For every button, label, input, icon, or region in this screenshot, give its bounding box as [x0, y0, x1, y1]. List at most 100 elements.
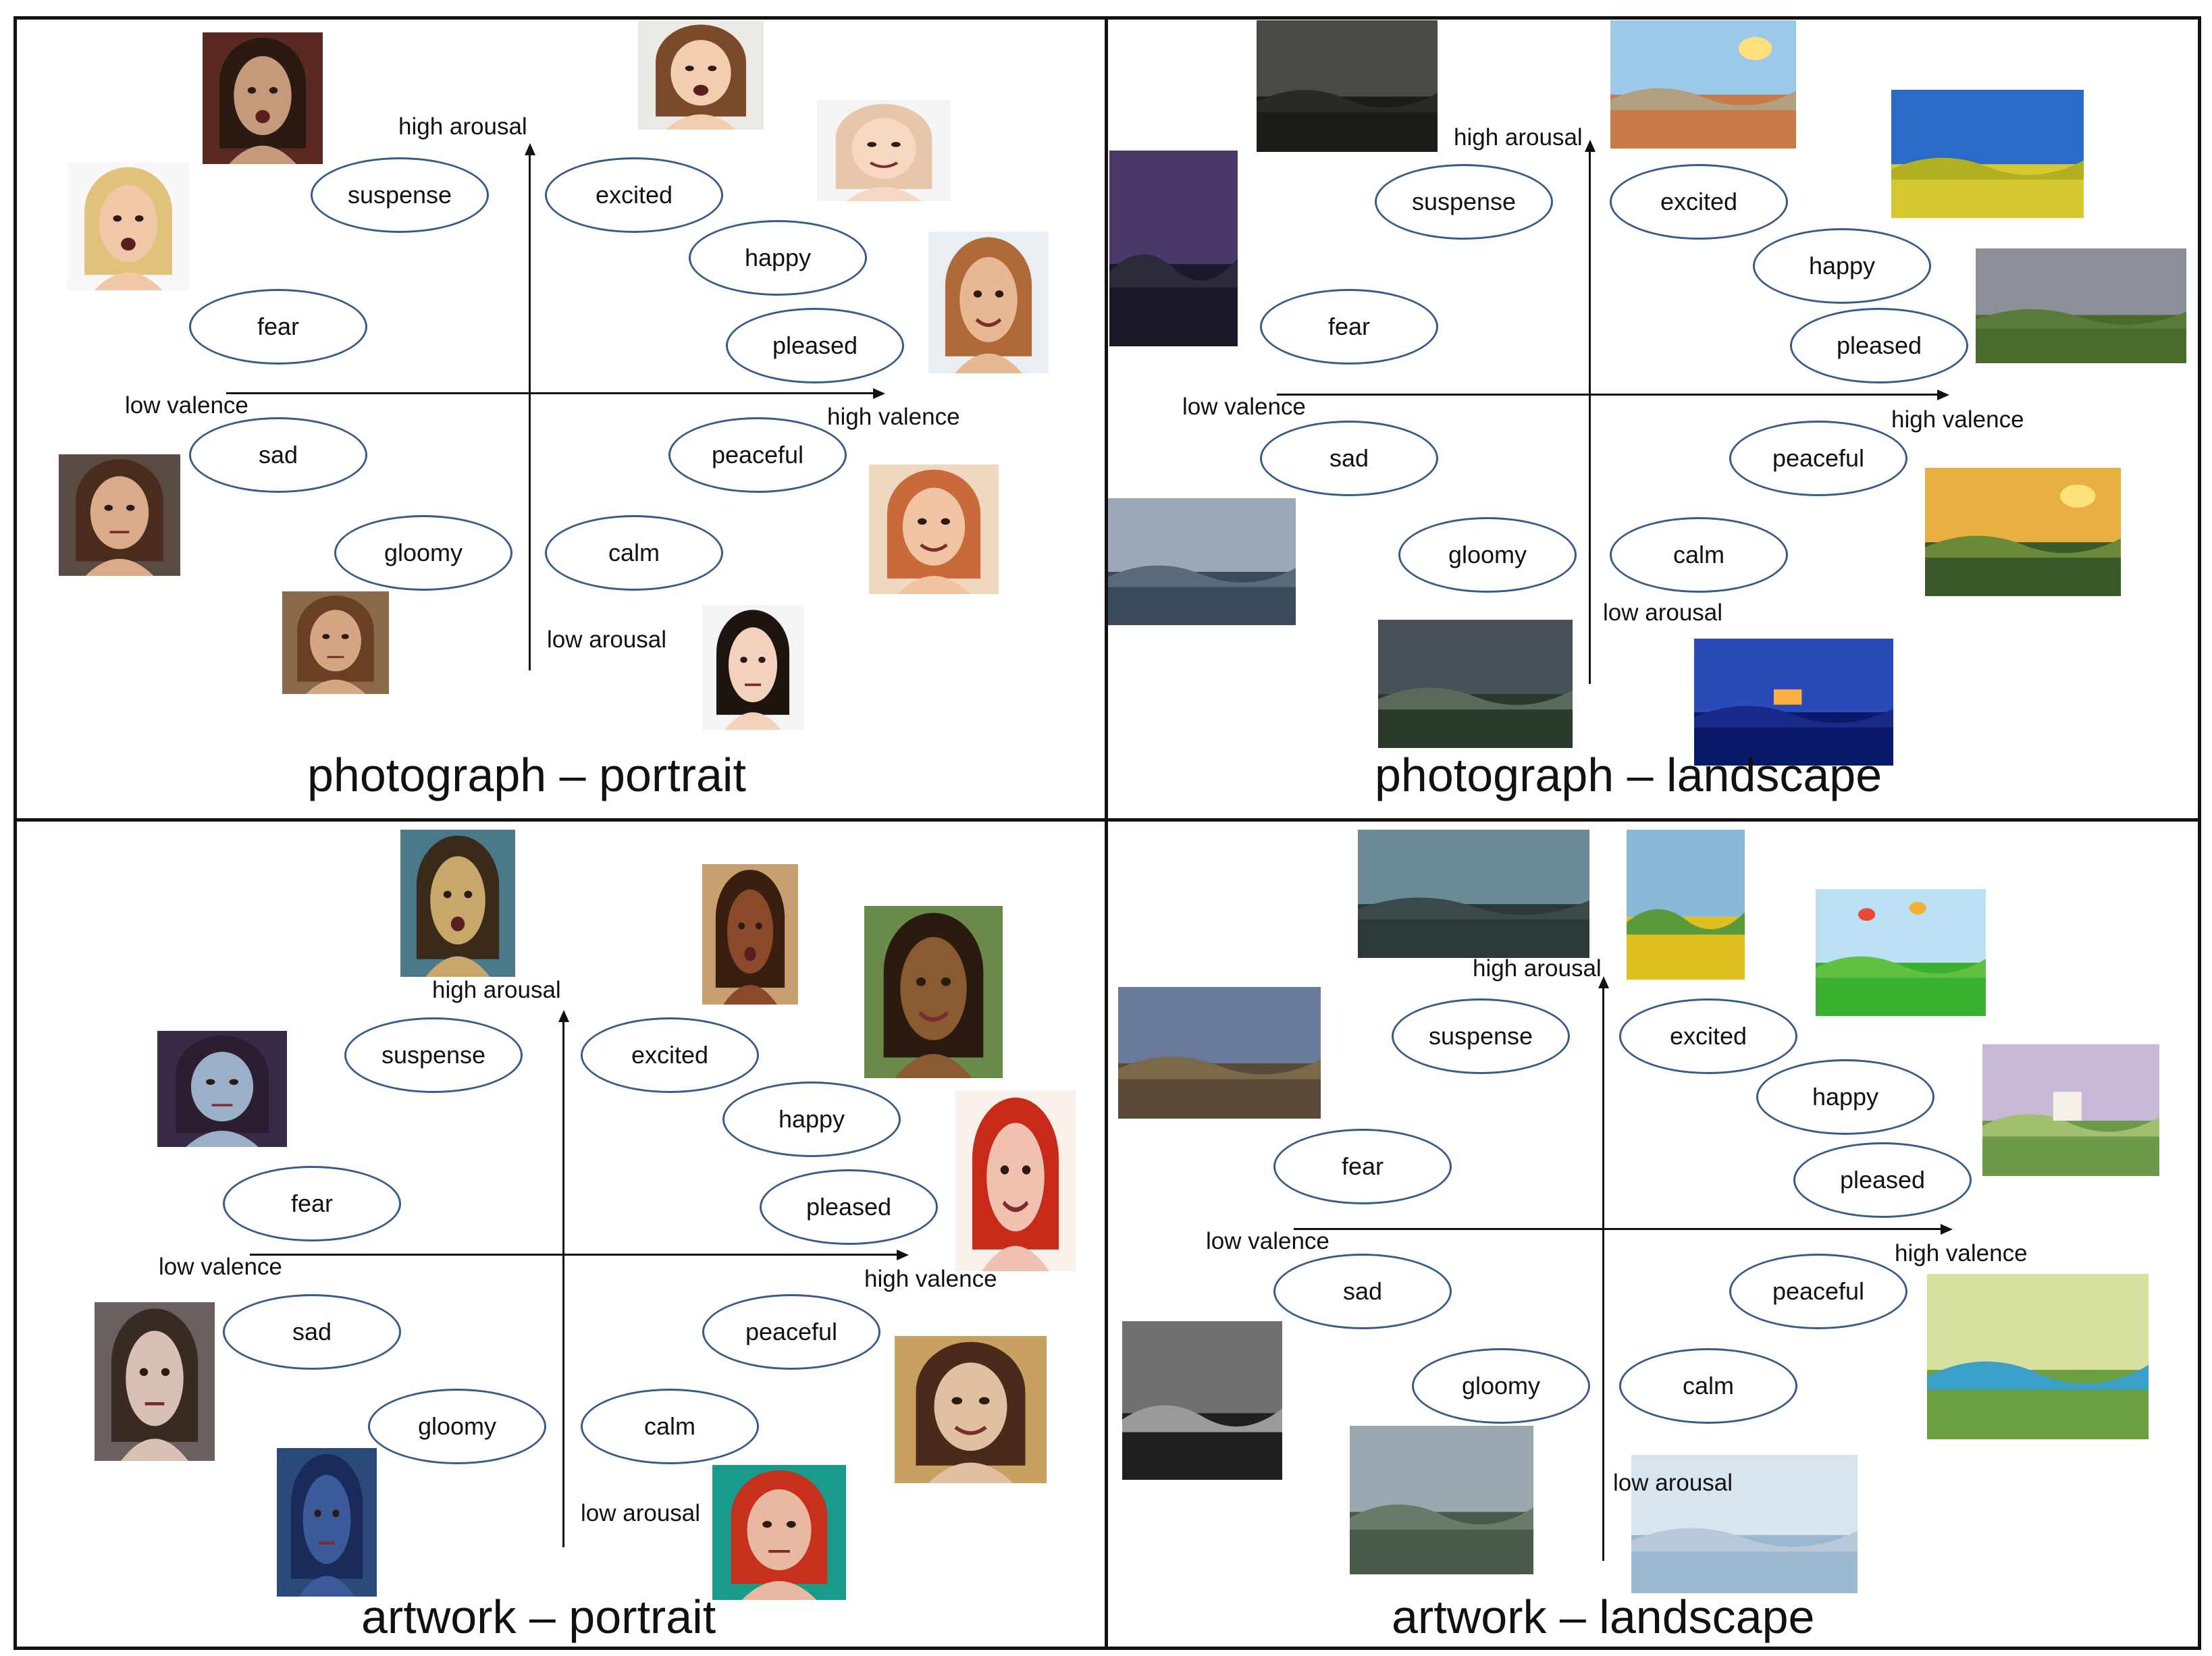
- quadrant-panel: high arousal low arousal low valence high v…: [17, 822, 1104, 1643]
- emotion-pleased: pleased: [1793, 1142, 1972, 1218]
- emotion-peaceful: peaceful: [1729, 421, 1907, 496]
- emotion-excited: excited: [1610, 164, 1788, 240]
- emotion-pleased: pleased: [1790, 308, 1968, 383]
- emotion-calm: calm: [545, 515, 723, 591]
- worried-face-painting-portrait-image: [95, 1302, 215, 1461]
- emotion-happy: happy: [1756, 1059, 1934, 1135]
- smiling-boy-painting-portrait-image: [864, 906, 1003, 1078]
- surprised-girl-portrait-image: [638, 20, 764, 130]
- high-valence-label: high valence: [827, 404, 960, 430]
- arousal-arrowhead: [1598, 976, 1609, 988]
- valence-axis: [250, 1254, 898, 1256]
- panel-divider-vertical: [1105, 16, 1108, 1650]
- lake-sky-landscape-image: [1108, 498, 1296, 625]
- scared-woman-portrait-image: [203, 32, 323, 164]
- red-hair-woman-painting-portrait-image: [712, 1465, 846, 1600]
- high-valence-label: high valence: [864, 1266, 997, 1292]
- panel-title: artwork – portrait: [361, 1591, 716, 1643]
- staring-face-painting-portrait-image: [157, 1031, 287, 1147]
- arousal-arrowhead: [558, 1010, 569, 1022]
- high-valence-label: high valence: [1895, 1240, 2028, 1266]
- high-valence-label: high valence: [1891, 406, 2024, 433]
- low-arousal-label: low arousal: [1603, 599, 1723, 626]
- valence-axis: [226, 392, 874, 394]
- emotion-calm: calm: [581, 1389, 759, 1464]
- low-valence-label: low valence: [1182, 394, 1306, 420]
- dark-forest-road-landscape-image: [1257, 20, 1438, 152]
- panel-title: photograph – landscape: [1375, 749, 1882, 801]
- low-valence-label: low valence: [125, 392, 248, 419]
- emotion-fear: fear: [1260, 289, 1438, 365]
- grey-lake-painting-landscape-image: [1122, 1321, 1282, 1480]
- emotion-gloomy: gloomy: [334, 515, 512, 591]
- grinning-painting-portrait-image: [702, 864, 798, 1005]
- redhead-painting-portrait-image: [955, 1090, 1076, 1271]
- emotion-excited: excited: [581, 1017, 759, 1093]
- arousal-arrowhead: [524, 143, 535, 155]
- emotion-peaceful: peaceful: [1729, 1254, 1907, 1329]
- emotion-fear: fear: [223, 1166, 401, 1241]
- blue-sky-field-landscape-image: [1891, 90, 2084, 218]
- blue-figure-painting-portrait-image: [277, 1448, 377, 1597]
- emotion-suspense: suspense: [1392, 998, 1570, 1074]
- emotion-gloomy: gloomy: [1412, 1348, 1590, 1424]
- sunset-marsh-landscape-image: [1925, 468, 2121, 596]
- quadrant-panel: high arousal low arousal low valence high v…: [1108, 19, 2195, 822]
- emotion-fear: fear: [189, 289, 367, 365]
- pier-hut-night-landscape-image: [1694, 639, 1893, 766]
- sad-woman-portrait-image: [59, 454, 180, 576]
- emotion-calm: calm: [1610, 517, 1788, 593]
- balloons-painting-landscape-image: [1816, 889, 1986, 1016]
- emotion-gloomy: gloomy: [1398, 517, 1577, 593]
- low-arousal-label: low arousal: [1613, 1470, 1733, 1496]
- emotion-calm: calm: [1619, 1348, 1797, 1424]
- dark-tree-painting-landscape-image: [1358, 830, 1589, 958]
- emotion-excited: excited: [1619, 998, 1797, 1074]
- emotion-pleased: pleased: [726, 308, 904, 383]
- emotion-peaceful: peaceful: [702, 1294, 880, 1370]
- calm-woman-portrait-image: [702, 605, 804, 730]
- arousal-axis: [1589, 151, 1591, 684]
- low-arousal-label: low arousal: [547, 626, 667, 653]
- valence-arrowhead: [873, 388, 885, 399]
- church-painting-landscape-image: [1982, 1044, 2159, 1176]
- stormy-shore-landscape-image: [1378, 620, 1573, 748]
- high-arousal-label: high arousal: [398, 113, 527, 140]
- valence-arrowhead: [1941, 1223, 1953, 1235]
- valence-axis: [1277, 394, 1939, 396]
- valence-arrowhead: [897, 1249, 909, 1260]
- high-arousal-label: high arousal: [1454, 124, 1583, 151]
- panel-title: photograph – portrait: [307, 749, 746, 801]
- emotion-happy: happy: [1753, 228, 1931, 304]
- smiling-redhead-portrait-image: [869, 464, 999, 594]
- emotion-excited: excited: [545, 157, 723, 233]
- frightened-woman-portrait-image: [68, 162, 189, 290]
- low-valence-label: low valence: [159, 1254, 282, 1280]
- emotion-fear: fear: [1273, 1129, 1452, 1204]
- emotion-suspense: suspense: [311, 157, 489, 233]
- arousal-axis: [529, 154, 531, 670]
- valence-axis: [1294, 1228, 1942, 1230]
- emotion-happy: happy: [722, 1081, 901, 1157]
- high-arousal-label: high arousal: [1473, 955, 1602, 982]
- valence-arrowhead: [1937, 389, 1949, 400]
- emotion-happy: happy: [689, 220, 867, 296]
- emotion-peaceful: peaceful: [668, 417, 847, 493]
- ruined-house-painting-landscape-image: [1118, 987, 1321, 1119]
- laughing-baby-portrait-image: [817, 100, 951, 201]
- arousal-axis: [562, 1021, 564, 1547]
- emotion-pleased: pleased: [760, 1169, 938, 1245]
- flower-hills-painting-landscape-image: [1627, 830, 1745, 980]
- night-forest-landscape-image: [1109, 151, 1238, 346]
- emotion-sad: sad: [1260, 421, 1438, 496]
- low-valence-label: low valence: [1206, 1228, 1329, 1254]
- emotion-suspense: suspense: [344, 1017, 523, 1093]
- city-view-cheering-landscape-image: [1610, 20, 1796, 149]
- emotion-sad: sad: [1273, 1254, 1452, 1329]
- mountain-river-painting-landscape-image: [1350, 1426, 1533, 1574]
- green-hills-landscape-image: [1976, 248, 2186, 363]
- low-arousal-label: low arousal: [581, 1500, 701, 1526]
- quadrant-panel: high arousal low arousal low valence high v…: [1108, 822, 2195, 1643]
- high-arousal-label: high arousal: [432, 977, 561, 1003]
- quadrant-panel: high arousal low arousal low valence high v…: [17, 19, 1104, 822]
